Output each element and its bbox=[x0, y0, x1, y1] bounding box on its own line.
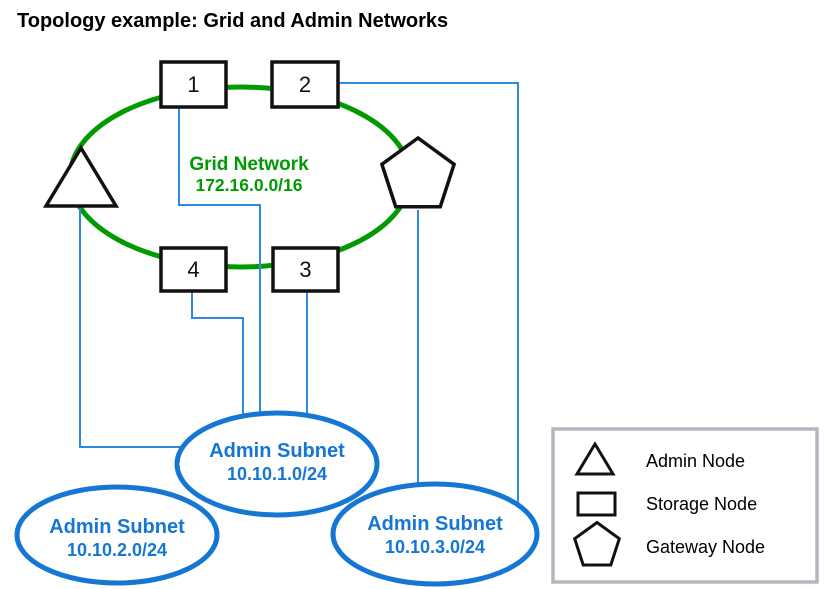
storage-node-4-label: 4 bbox=[187, 257, 199, 282]
admin-subnet-3-cidr: 10.10.3.0/24 bbox=[385, 537, 485, 557]
connector-node2-subnet3 bbox=[338, 82, 519, 510]
admin-subnet-1: Admin Subnet 10.10.1.0/24 bbox=[174, 410, 380, 518]
storage-node-2-box bbox=[270, 60, 340, 109]
legend-label-storage-node: Storage Node bbox=[646, 494, 757, 514]
storage-node-2-label: 2 bbox=[299, 72, 311, 97]
admin-subnet-2-cidr: 10.10.2.0/24 bbox=[67, 540, 167, 560]
storage-node-1: 1 bbox=[159, 60, 228, 109]
grid-network-cidr: 172.16.0.0/16 bbox=[195, 175, 302, 195]
storage-node-1-label: 1 bbox=[187, 72, 199, 97]
storage-node-3-label: 3 bbox=[299, 257, 311, 282]
admin-subnet-1-cidr: 10.10.1.0/24 bbox=[227, 464, 327, 484]
page-title: Topology example: Grid and Admin Network… bbox=[17, 10, 448, 32]
admin-subnet-3: Admin Subnet 10.10.3.0/24 bbox=[330, 481, 540, 587]
storage-node-3-box bbox=[271, 246, 340, 293]
admin-node-triangle bbox=[42, 144, 120, 208]
storage-node-2: 2 bbox=[270, 60, 340, 109]
square-icon bbox=[576, 491, 617, 517]
connector-adminnode-subnet1 bbox=[79, 206, 190, 448]
admin-subnet-3-label: Admin Subnet bbox=[367, 513, 503, 535]
storage-node-4: 4 bbox=[159, 246, 228, 293]
legend-label-gateway-node: Gateway Node bbox=[646, 537, 765, 557]
admin-subnet-1-label: Admin Subnet bbox=[209, 440, 345, 462]
grid-network-label: Grid Network bbox=[189, 154, 309, 175]
legend-label-admin-node: Admin Node bbox=[646, 451, 745, 471]
storage-node-4-box bbox=[159, 246, 228, 293]
legend: Admin Node Storage Node Gateway Node bbox=[551, 427, 819, 584]
admin-subnet-3-ellipse bbox=[330, 481, 540, 587]
admin-subnet-2: Admin Subnet 10.10.2.0/24 bbox=[14, 484, 220, 586]
admin-subnet-2-ellipse bbox=[14, 484, 220, 586]
connector-node1-subnet1 bbox=[178, 107, 261, 425]
connector-node4-subnet1 bbox=[191, 291, 244, 425]
gateway-node-pentagon bbox=[379, 135, 457, 209]
admin-connectors bbox=[79, 82, 519, 510]
storage-node-3: 3 bbox=[271, 246, 340, 293]
triangle-icon bbox=[574, 441, 616, 476]
storage-node-1-box bbox=[159, 60, 228, 109]
admin-subnet-2-label: Admin Subnet bbox=[49, 516, 185, 538]
admin-subnet-1-ellipse bbox=[174, 410, 380, 518]
pentagon-icon bbox=[572, 520, 622, 567]
